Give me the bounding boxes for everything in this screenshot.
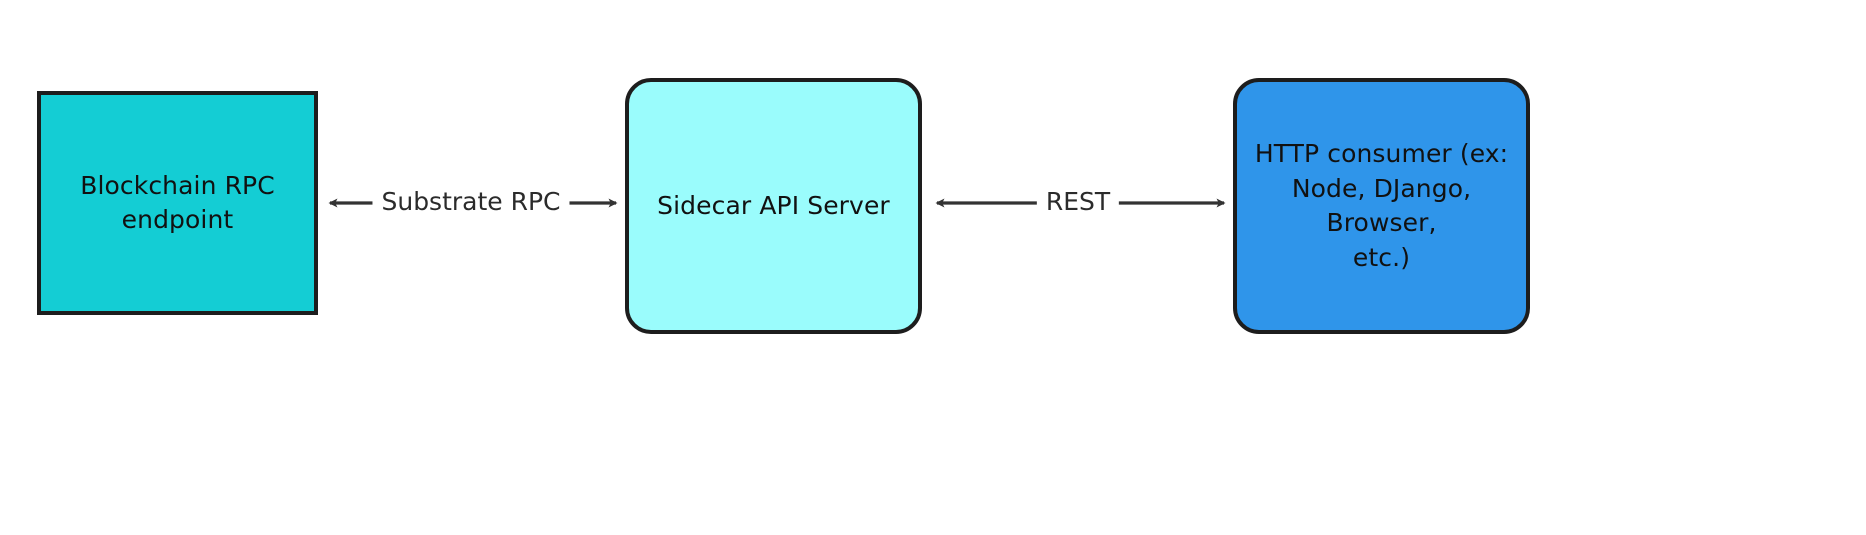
node-http-consumer-label: HTTP consumer (ex: Node, DJango, Browser…: [1254, 139, 1509, 272]
node-blockchain-rpc-endpoint-label: Blockchain RPC endpoint: [80, 170, 275, 235]
node-sidecar-api-server[interactable]: Sidecar API Server: [625, 78, 922, 334]
edge-label-rest: REST: [1036, 186, 1120, 218]
node-http-consumer[interactable]: HTTP consumer (ex: Node, DJango, Browser…: [1233, 78, 1530, 334]
node-sidecar-api-server-label: Sidecar API Server: [657, 190, 890, 220]
node-blockchain-rpc-endpoint[interactable]: Blockchain RPC endpoint: [37, 91, 318, 315]
edge-label-substrate-rpc: Substrate RPC: [372, 186, 570, 218]
